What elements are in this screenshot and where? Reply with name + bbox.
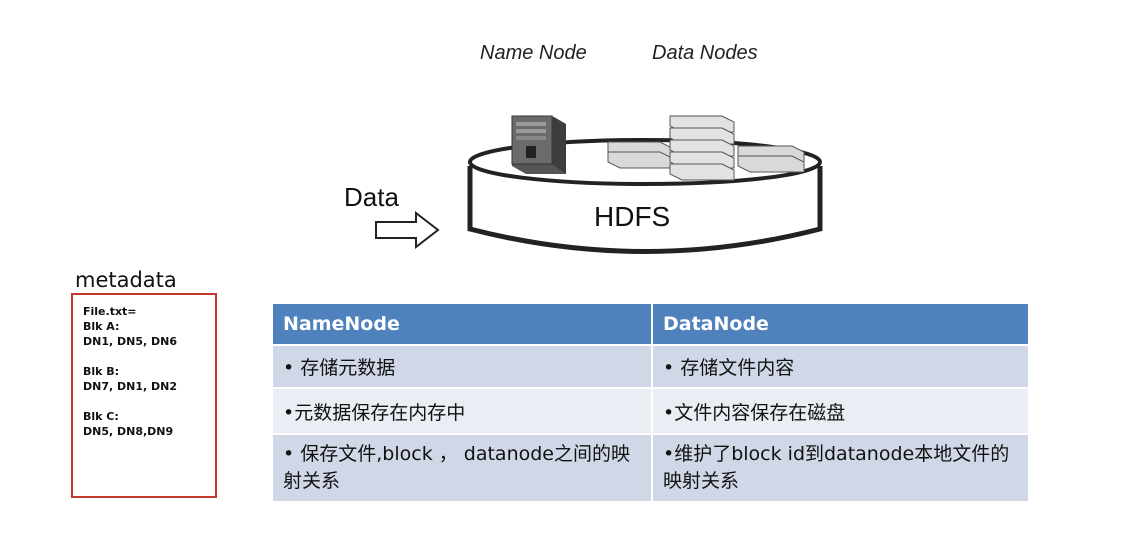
- metadata-line: DN7, DN1, DN2: [83, 380, 177, 393]
- data-node-server-icon: [669, 115, 735, 181]
- data-arrow-icon: [375, 210, 440, 250]
- hdfs-diagram: Name Node Data Nodes Data HDFS: [330, 24, 860, 272]
- hdfs-label: HDFS: [594, 201, 671, 232]
- table-cell: •元数据保存在内存中: [273, 387, 651, 433]
- metadata-line: DN1, DN5, DN6: [83, 335, 177, 348]
- metadata-line: DN5, DN8,DN9: [83, 425, 174, 438]
- metadata-spacer: [83, 394, 205, 409]
- namenode-datanode-table: NameNode DataNode • 存储元数据 • 存储文件内容 •元数据保…: [271, 304, 1030, 501]
- table-row: • 存储元数据 • 存储文件内容: [273, 344, 1028, 387]
- metadata-line: Blk C:: [83, 410, 119, 423]
- header-datanode: DataNode: [653, 304, 1028, 344]
- hdfs-illustration: [375, 115, 823, 254]
- table-header-row: NameNode DataNode: [273, 304, 1028, 344]
- metadata-line: Blk A:: [83, 320, 120, 333]
- table-cell: • 存储文件内容: [653, 344, 1028, 387]
- data-node-server-icon: [607, 141, 673, 169]
- data-label: Data: [344, 182, 399, 212]
- metadata-line: Blk B:: [83, 365, 120, 378]
- table-cell: •文件内容保存在磁盘: [653, 387, 1028, 433]
- table-row: • 保存文件,block ， datanode之间的映射关系 •维护了block…: [273, 433, 1028, 501]
- table-cell: • 存储元数据: [273, 344, 651, 387]
- metadata-line: File.txt=: [83, 305, 137, 318]
- name-node-label: Name Node: [480, 42, 587, 64]
- table-cell: •维护了block id到datanode本地文件的映射关系: [653, 433, 1028, 501]
- data-nodes-label: Data Nodes: [652, 42, 758, 64]
- metadata-title: metadata: [75, 268, 177, 292]
- header-namenode: NameNode: [273, 304, 651, 344]
- name-node-server-icon: [511, 115, 566, 174]
- table-cell: • 保存文件,block ， datanode之间的映射关系: [273, 433, 651, 501]
- table-row: •元数据保存在内存中 •文件内容保存在磁盘: [273, 387, 1028, 433]
- data-node-server-icon: [737, 145, 805, 173]
- metadata-box: File.txt= Blk A: DN1, DN5, DN6 Blk B: DN…: [71, 293, 217, 498]
- metadata-spacer: [83, 349, 205, 364]
